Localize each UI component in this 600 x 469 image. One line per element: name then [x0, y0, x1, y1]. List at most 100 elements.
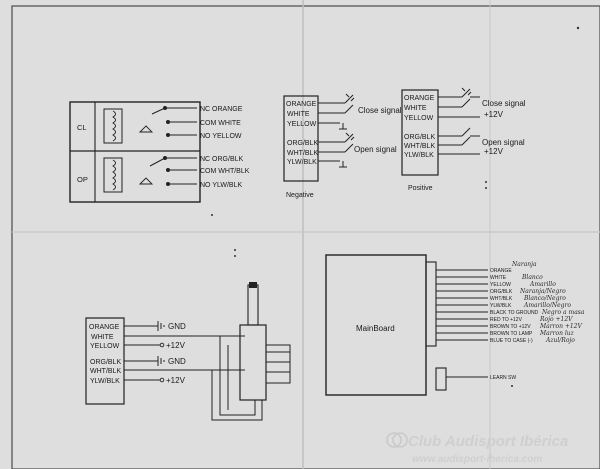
positive-12v-b: +12V: [484, 147, 504, 156]
mainboard-connector-learn: [435, 367, 447, 391]
negative-wire-orange: ORANGE: [286, 101, 317, 108]
positive-label: Positive: [408, 185, 433, 192]
relay-op-pin-nc: NC ORG/BLK: [200, 156, 244, 163]
pos-open-switch: [461, 127, 471, 146]
act-12v-terminal-b: [159, 377, 165, 383]
mb-label-5: YLW/BLK: [490, 303, 512, 309]
act-ground-symbol-a: [157, 321, 165, 331]
mb-label-learn: LEARN SW: [490, 375, 516, 381]
positive-wire-yellow: YELLOW: [404, 115, 434, 122]
actuator-gnd-a: GND: [168, 322, 186, 331]
speck: [511, 385, 513, 387]
relay-op-pin-com: COM WHT/BLK: [200, 168, 250, 175]
relay-cl-pin-nc: NC ORANGE: [200, 106, 243, 113]
hw-note-9: Marron luz: [539, 330, 575, 337]
hw-note-2: Amarillo: [529, 281, 556, 288]
positive-wire-orange: ORANGE: [404, 95, 435, 102]
actuator-connector-plug: [265, 344, 291, 384]
hw-note-1: Blanco: [521, 274, 543, 281]
positive-wire-white: WHITE: [404, 105, 427, 112]
positive-open-signal: Open signal: [482, 138, 525, 147]
op-coil: [103, 157, 123, 193]
negative-close-signal: Close signal: [358, 106, 402, 115]
positive-connector: [401, 89, 439, 176]
negative-label: Negative: [286, 192, 314, 199]
positive-wire-whtblk: WHT/BLK: [404, 143, 435, 150]
mb-label-3: ORG/BLK: [490, 289, 513, 295]
watermark-logo-ring-2: [392, 432, 408, 448]
negative-connector: [283, 95, 319, 182]
relay-outer-frame: [69, 101, 201, 203]
op-switch-mark: [138, 177, 154, 185]
positive-block: ORANGE WHITE YELLOW ORG/BLK WHT/BLK YLW/…: [401, 87, 526, 192]
negative-wire-orgblk: ORG/BLK: [287, 140, 318, 147]
positive-close-signal: Close signal: [482, 99, 526, 108]
positive-12v-a: +12V: [484, 110, 504, 119]
mb-label-7: RED TO +12V: [490, 317, 523, 323]
hw-note-10: Azul/Rojo: [545, 337, 575, 344]
speck: [576, 26, 580, 30]
act-12v-terminal-a: [159, 342, 165, 348]
mb-label-4: WHT/BLK: [490, 296, 513, 302]
positive-wire-orgblk: ORG/BLK: [404, 134, 435, 141]
speck: [234, 249, 236, 251]
hw-note-7: Rojo +12V: [539, 316, 573, 323]
actuator-plunger-tip: [249, 282, 257, 288]
actuator-12v-a: +12V: [166, 341, 186, 350]
door-lock-actuator: [211, 282, 291, 421]
hw-note-0: Naranja: [511, 261, 537, 268]
mb-label-2: YELLOW: [490, 282, 511, 288]
cl-coil: [103, 108, 123, 144]
hw-note-5: Amarillo/Negro: [523, 302, 571, 309]
actuator-wire-orange: ORANGE: [89, 324, 120, 331]
op-coil-winding: [112, 159, 116, 191]
mainboard-wires: [436, 269, 488, 378]
watermark-title: Club Audisport Ibérica: [408, 433, 568, 450]
negative-wire-white: WHITE: [287, 111, 310, 118]
op-switch-arm: [149, 157, 166, 167]
hw-note-3: Naranja/Negro: [519, 288, 566, 295]
cl-switch-mark: [138, 125, 154, 133]
mainboard-connector-main: [425, 261, 437, 347]
actuator-gnd-b: GND: [168, 357, 186, 366]
relay-cl-pin-com: COM WHITE: [200, 120, 241, 127]
neg-close-switch: [344, 93, 355, 114]
actuator-12v-b: +12V: [166, 376, 186, 385]
relay-op-pin-no: NO YLW/BLK: [200, 182, 242, 189]
speck: [485, 181, 487, 183]
speck: [211, 214, 213, 216]
scan-specks: [211, 26, 580, 387]
negative-block: ORANGE WHITE YELLOW ORG/BLK WHT/BLK YLW/…: [283, 93, 402, 199]
actuator-wire-orgblk: ORG/BLK: [90, 359, 121, 366]
cl-coil-winding: [112, 110, 116, 142]
hw-note-6: Negro a masa: [541, 309, 585, 316]
actuator-wire-ylwblk: YLW/BLK: [90, 378, 120, 385]
actuator-harness: [211, 336, 263, 421]
relay-cl-label: CL: [77, 123, 87, 132]
speck: [234, 255, 236, 257]
mb-label-0: ORANGE: [490, 268, 512, 274]
mb-label-9: BROWN TO LAMP: [490, 331, 533, 337]
paper-margin-frame: [11, 5, 600, 469]
watermark: Club Audisport Ibérica www.audisport-ibe…: [386, 432, 568, 465]
pos-close-switch: [461, 87, 472, 108]
mb-label-1: WHITE: [490, 275, 507, 281]
negative-wire-whtblk: WHT/BLK: [287, 150, 318, 157]
mainboard-block: MainBoard ORANGE WHITE YELLOW ORG/BLK WH…: [325, 254, 585, 396]
relay-op-label: OP: [77, 175, 88, 184]
hw-note-4: Blanco/Negro: [523, 295, 566, 302]
watermark-logo-ring-1: [386, 432, 402, 448]
negative-open-signal: Open signal: [354, 145, 397, 154]
relay-block: CL OP NC ORANGE COM WHITE NO YELLOW NC O…: [69, 101, 250, 203]
neg-open-switch: [344, 132, 355, 153]
watermark-url: www.audisport-iberica.com: [412, 454, 542, 465]
actuator-wire-white: WHITE: [91, 334, 114, 341]
positive-wire-ylwblk: YLW/BLK: [404, 152, 434, 159]
mb-label-10: BLUE TO CASE (-): [490, 338, 533, 344]
actuator-wire-whtblk: WHT/BLK: [90, 368, 121, 375]
hw-note-8: Marron +12V: [539, 323, 583, 330]
speck: [485, 187, 487, 189]
act-ground-symbol-b: [157, 356, 165, 366]
